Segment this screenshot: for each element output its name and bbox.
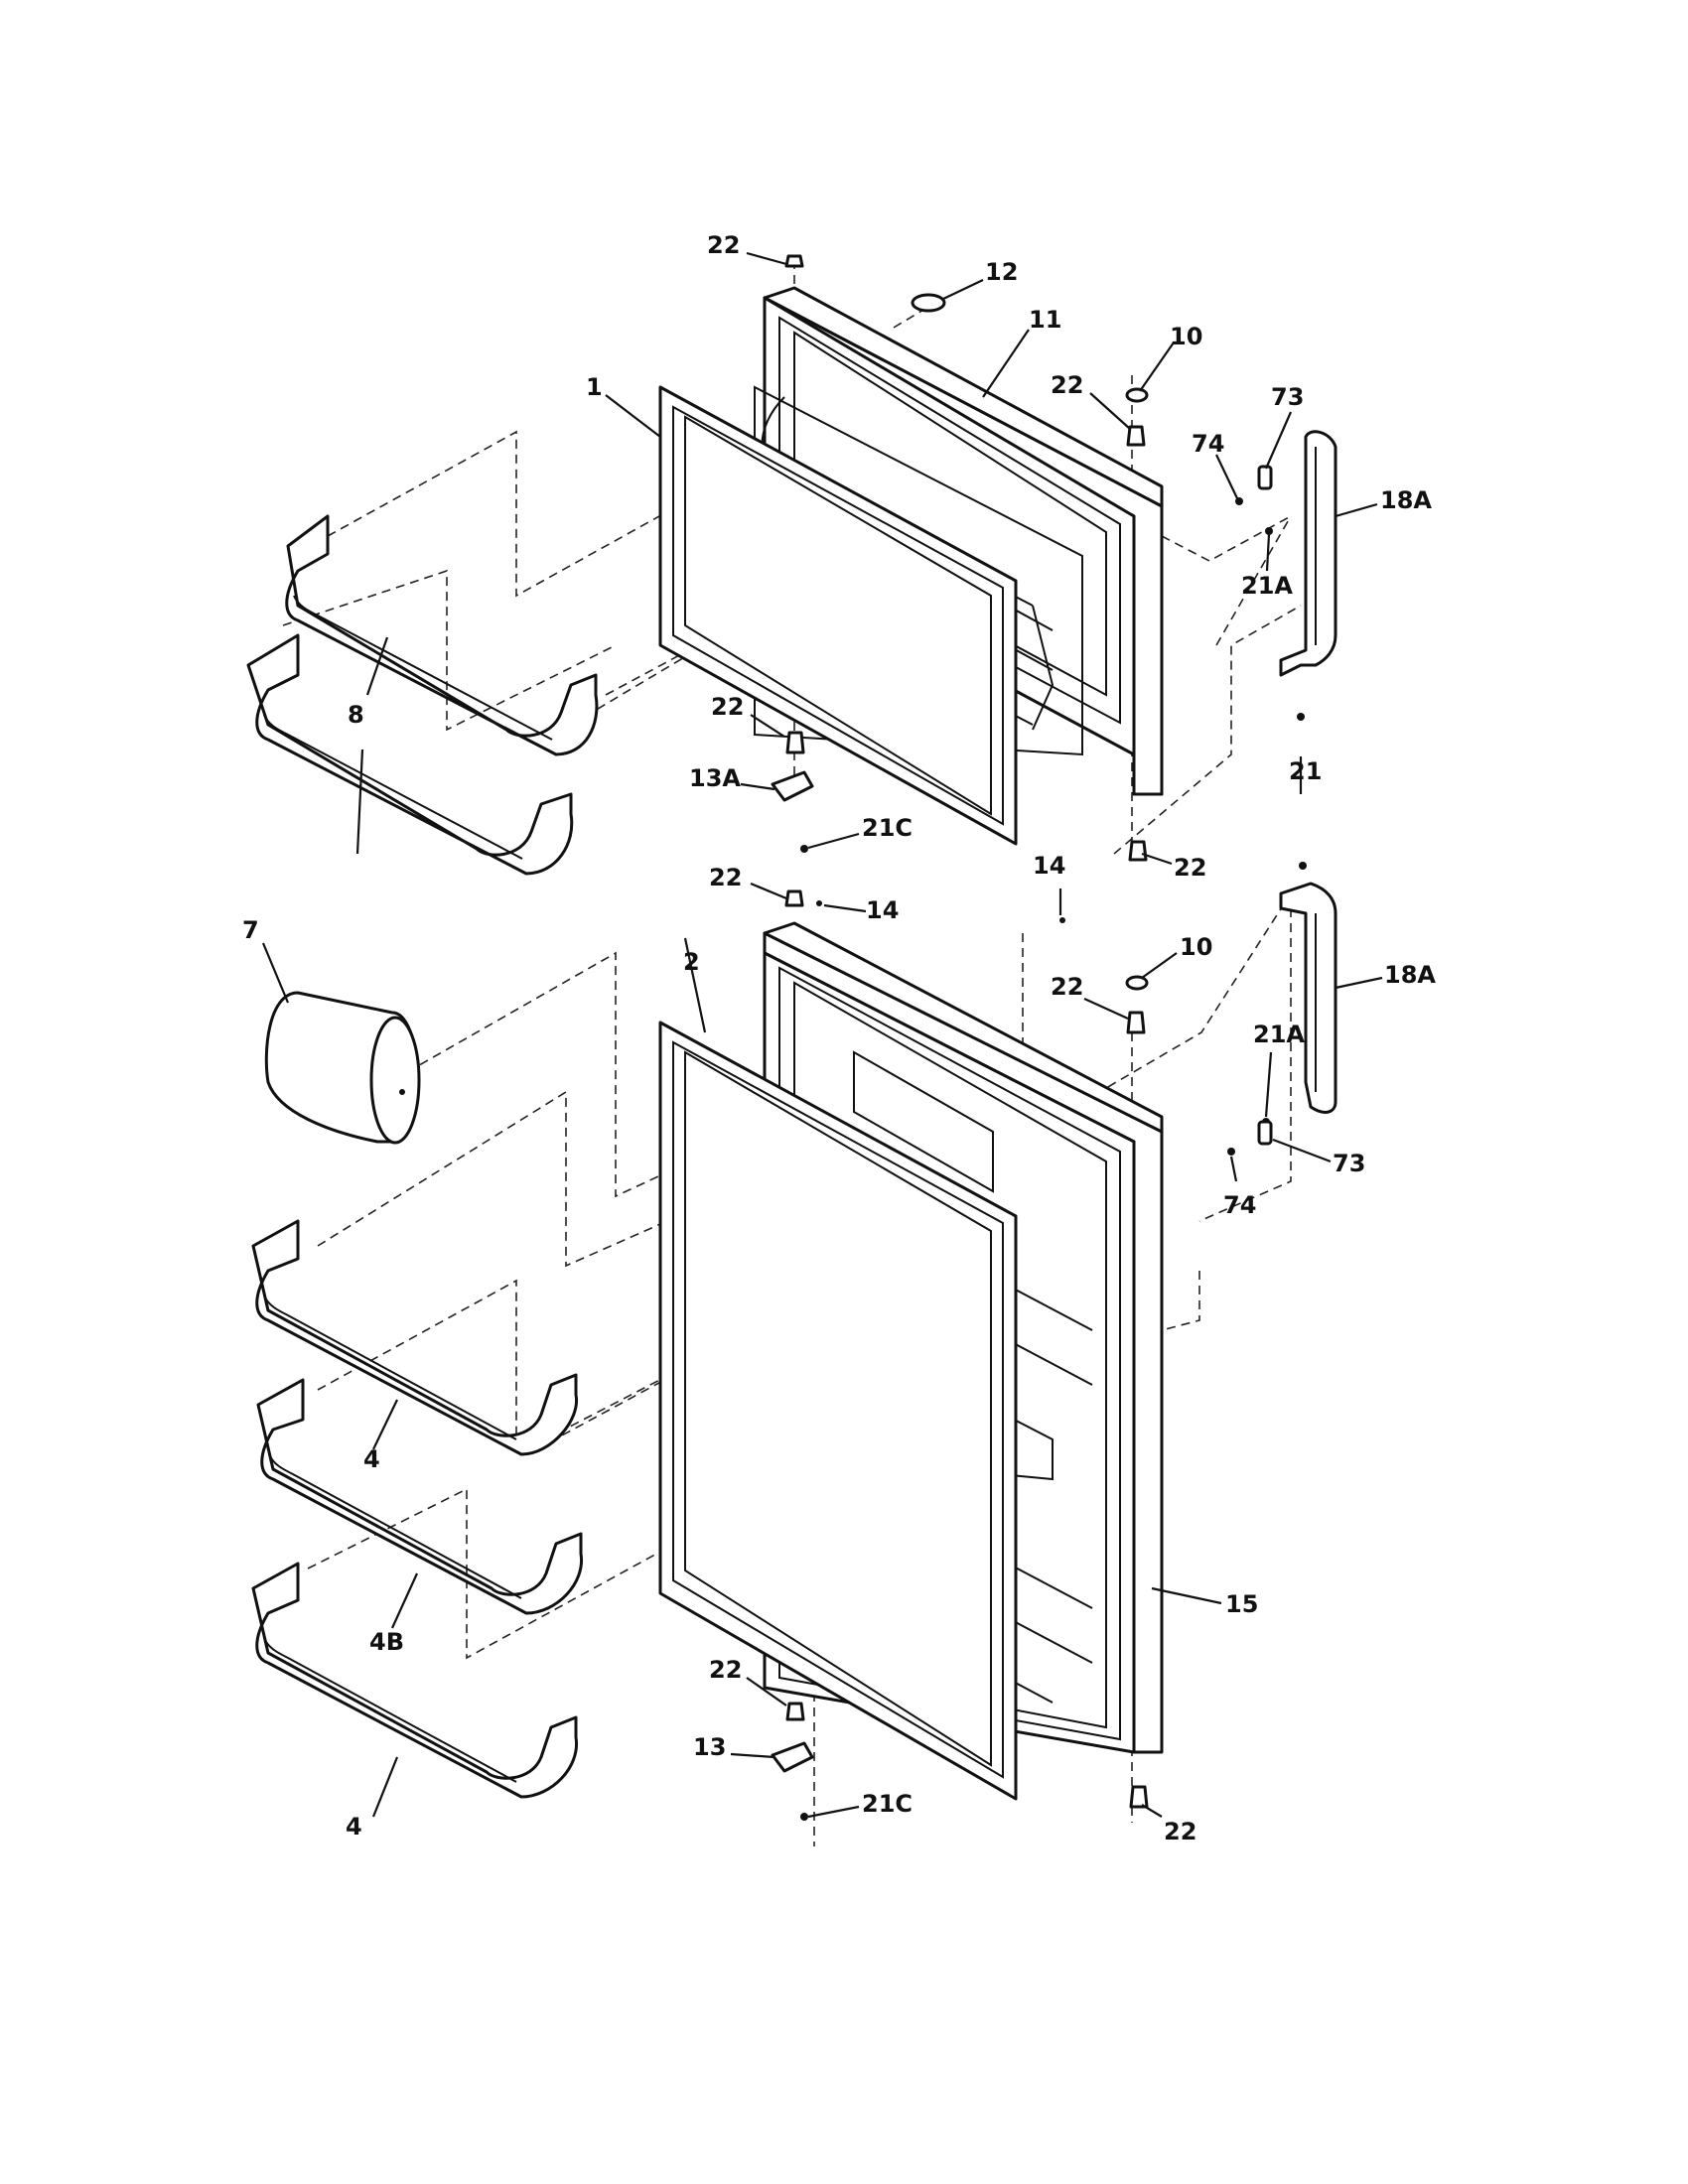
callout-2: 2 — [683, 948, 700, 976]
handle-lower — [1279, 882, 1337, 1114]
callout-22-freshfood-hinge: 22 — [709, 1656, 742, 1684]
callout-labels: 22 12 11 10 22 1 74 73 18A 21A 8 22 13A … — [242, 231, 1436, 1845]
callout-18A-top: 18A — [1380, 486, 1432, 514]
door-shelf-8-upper — [285, 514, 599, 756]
callout-22-top: 22 — [707, 231, 740, 259]
callout-73-top: 73 — [1271, 383, 1304, 411]
door-shelf-4B — [256, 1378, 584, 1615]
callout-21: 21 — [1289, 757, 1322, 785]
dairy-cover — [264, 991, 421, 1145]
callout-8: 8 — [348, 701, 364, 729]
callout-22-freezer-bottom: 22 — [1174, 854, 1206, 882]
callout-13A: 13A — [689, 764, 741, 792]
callout-leaders — [261, 251, 1383, 1819]
callout-4-upper: 4 — [363, 1445, 380, 1473]
callout-13: 13 — [693, 1733, 726, 1761]
callout-74-top: 74 — [1192, 430, 1224, 458]
fresh-food-gasket — [658, 1021, 1018, 1801]
door-shelf-8-lower — [246, 633, 574, 876]
handle-upper — [1279, 430, 1337, 677]
callout-15: 15 — [1225, 1590, 1258, 1618]
callout-21A-bottom: 21A — [1253, 1021, 1305, 1048]
freezer-gasket — [658, 385, 1018, 846]
callout-14-left: 14 — [866, 896, 899, 924]
door-shelf-4-upper — [251, 1219, 579, 1456]
callout-74-bottom: 74 — [1223, 1191, 1256, 1219]
callout-12: 12 — [985, 258, 1018, 286]
callout-4B: 4B — [369, 1628, 404, 1656]
hardware — [771, 254, 1307, 1821]
callout-7: 7 — [242, 916, 259, 944]
callout-22-freshfood-bottom: 22 — [1164, 1818, 1196, 1845]
callout-21A-top: 21A — [1241, 572, 1293, 600]
callout-73-bottom: 73 — [1333, 1150, 1365, 1177]
callout-18A-bottom: 18A — [1384, 961, 1436, 989]
callout-21C-top: 21C — [862, 814, 913, 842]
callout-10-top: 10 — [1170, 323, 1202, 350]
callout-21C-bottom: 21C — [862, 1790, 913, 1818]
callout-1: 1 — [586, 373, 603, 401]
callout-4-lower: 4 — [346, 1813, 362, 1841]
callout-22-freshfood-top: 22 — [709, 864, 742, 891]
callout-22-freezer-hinge: 22 — [711, 693, 744, 721]
callout-14-right: 14 — [1033, 852, 1065, 880]
callout-10-bottom: 10 — [1180, 933, 1212, 961]
callout-22-freezer-right: 22 — [1051, 371, 1083, 399]
callout-22-freshfood-right: 22 — [1051, 973, 1083, 1001]
door-shelf-4-lower — [251, 1562, 579, 1799]
callout-11: 11 — [1029, 306, 1061, 334]
